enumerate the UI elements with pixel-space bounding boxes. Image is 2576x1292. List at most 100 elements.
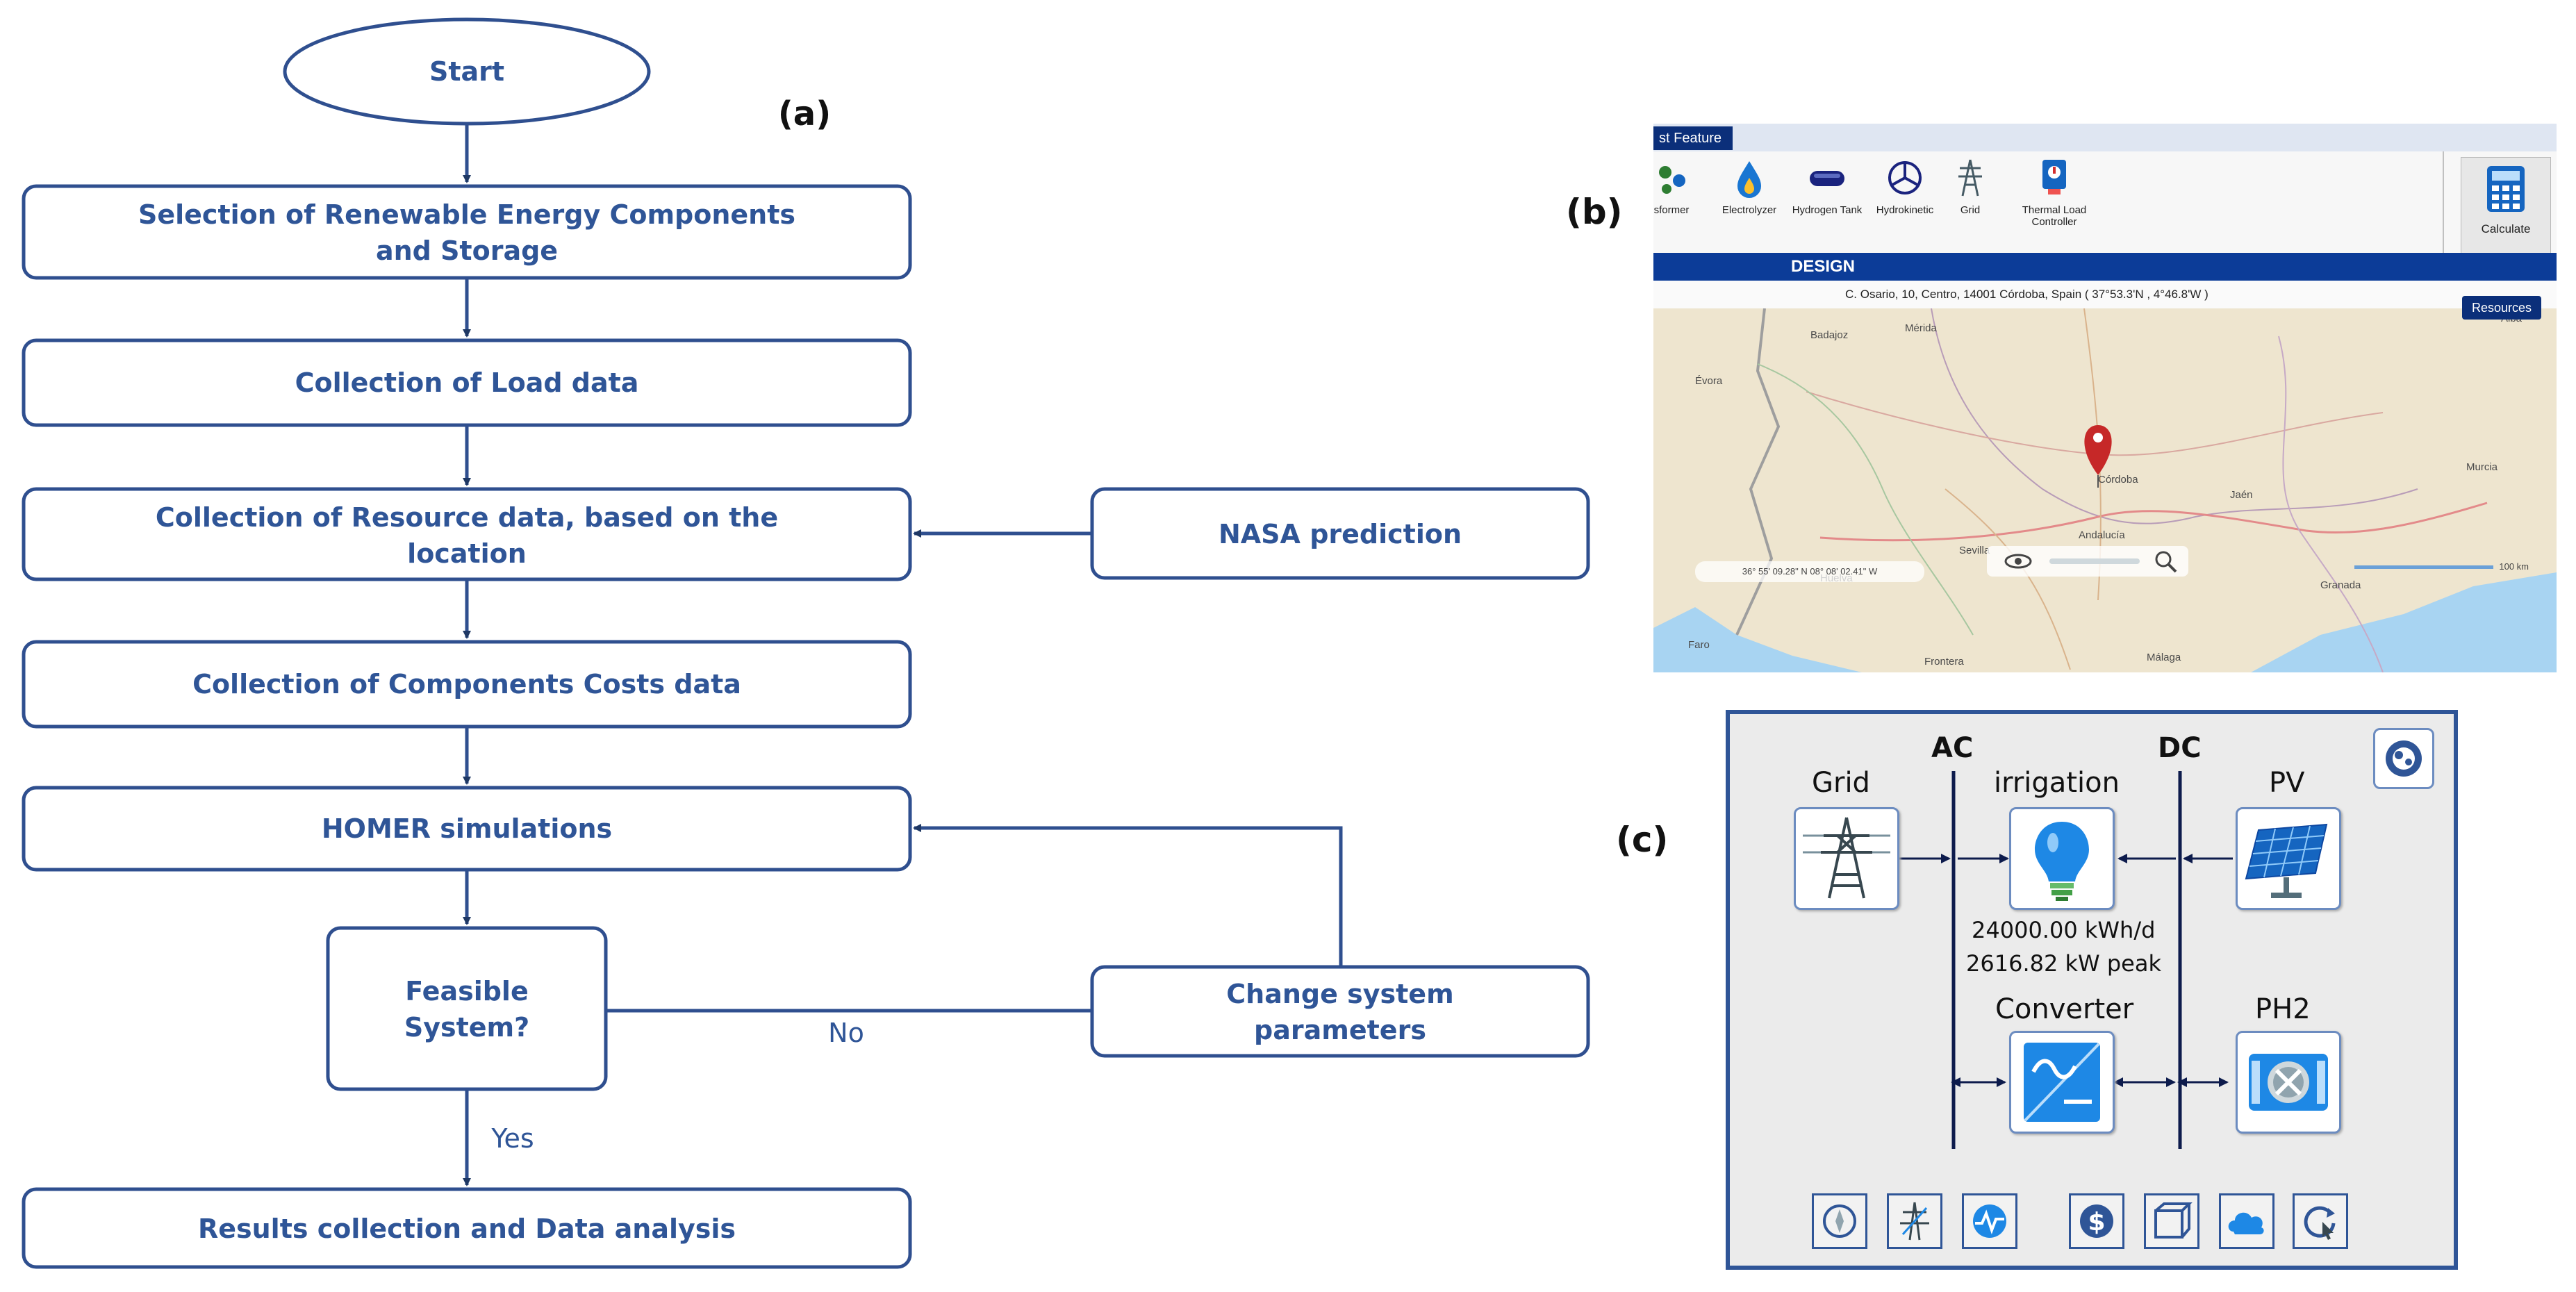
connector-change-step5 (913, 824, 1343, 966)
tool-label: Hydrogen Tank (1792, 204, 1863, 216)
schematic-settings-button[interactable] (2373, 728, 2434, 789)
decision-box (326, 926, 608, 1091)
eye-icon[interactable] (2001, 547, 2036, 575)
map-label: Andalucía (2079, 529, 2125, 541)
toolbar-button[interactable] (2144, 1193, 2199, 1249)
flowchart: Start Selection of Renewable Energy Comp… (22, 17, 1590, 1269)
end-label: Results collection and Data analysis (198, 1214, 736, 1244)
map-label: Faro (1688, 639, 1710, 651)
step1-box (22, 184, 912, 280)
map-label: Mérida (1905, 322, 1937, 334)
wind-tower-icon (1900, 1202, 1929, 1241)
map-label: Málaga (2147, 652, 2181, 663)
step4-box (22, 640, 912, 729)
step2-label: Collection of Load data (295, 367, 639, 398)
load-label: irrigation (1994, 767, 2120, 799)
pumped-hydro-icon (2249, 1054, 2328, 1111)
yes-label: Yes (490, 1123, 534, 1154)
tool-electrolyzer[interactable]: Electrolyzer (1710, 157, 1788, 216)
toolbar-button[interactable] (2219, 1193, 2274, 1249)
tool-label: Hydrokinetic (1876, 204, 1934, 216)
transformer-icon (1659, 166, 1685, 194)
dc-bus-label: DC (2158, 732, 2202, 764)
pv-label: PV (2269, 767, 2305, 799)
toolbar-button[interactable] (1887, 1193, 1942, 1249)
location-address: C. Osario, 10, Centro, 14001 Córdoba, Sp… (1845, 288, 2208, 301)
step3-label-line2: location (407, 538, 527, 569)
hydrokinetic-icon (1888, 161, 1922, 194)
panel-label-a: (a) (778, 94, 831, 133)
nasa-label: NASA prediction (1219, 519, 1462, 549)
map-scale-line (2354, 565, 2494, 570)
svg-text:$: $ (2088, 1208, 2105, 1236)
map-label: Jaén (2230, 489, 2253, 501)
pv-component[interactable] (2236, 807, 2341, 910)
calculate-button[interactable]: Calculate (2461, 157, 2551, 263)
calculator-icon (2487, 166, 2525, 212)
toolbar-button[interactable] (1812, 1193, 1867, 1249)
tool-label: sformer (1653, 204, 1690, 216)
dollar-icon: $ (2080, 1204, 2113, 1238)
change-label-line1: Change system (1226, 979, 1453, 1009)
map-background (1653, 308, 2557, 672)
map-label: Frontera (1924, 656, 1964, 668)
grid-label: Grid (1812, 767, 1870, 799)
step1-label-line1: Selection of Renewable Energy Components (138, 199, 795, 230)
map-label: Badajoz (1810, 329, 1849, 341)
calculate-label: Calculate (2481, 222, 2531, 235)
component-ribbon: sformer Electrolyzer Hydrogen Tank Hydro… (1653, 151, 2557, 269)
panel-label-b: (b) (1566, 192, 1623, 232)
map-type-slider[interactable] (2049, 558, 2140, 564)
tool-hydrogen-tank[interactable]: Hydrogen Tank (1788, 157, 1866, 216)
ph2-component[interactable] (2236, 1031, 2341, 1134)
tool-label: Grid (1960, 204, 1981, 216)
toolbar-button[interactable] (1962, 1193, 2017, 1249)
tool-hydrokinetic[interactable]: Hydrokinetic (1866, 157, 1944, 216)
map-scale-label: 100 km (2499, 561, 2529, 572)
thermal-load-controller-icon (2042, 160, 2066, 194)
map-label: Granada (2320, 579, 2361, 591)
irrigation-load-component[interactable] (2009, 807, 2115, 910)
step3-label-line1: Collection of Resource data, based on th… (156, 502, 778, 533)
tool-label: Thermal Load Controller (2022, 204, 2087, 228)
zoom-icon[interactable] (2151, 547, 2181, 575)
nasa-box (1090, 487, 1590, 580)
decision-label-line2: System? (404, 1012, 529, 1043)
map-label: Sevilla (1959, 545, 1990, 556)
step1-label-line2: and Storage (376, 235, 558, 266)
electrolyzer-icon (1737, 161, 1761, 198)
map-label: Évora (1695, 375, 1723, 387)
step5-label: HOMER simulations (322, 813, 612, 844)
resources-button[interactable]: Resources (2461, 296, 2541, 320)
toolbar-button[interactable] (2293, 1193, 2348, 1249)
tool-grid[interactable]: Grid (1931, 157, 2009, 216)
homer-design-window: st Feature sformer Electrolyzer Hydrogen… (1653, 124, 2557, 672)
map-scale: 100 km (2354, 561, 2529, 572)
tool-transformer[interactable]: sformer (1653, 157, 1710, 216)
change-box (1090, 965, 1590, 1058)
grid-tower-icon (1803, 817, 1890, 899)
load-peak-value: 2616.82 kW peak (1966, 950, 2161, 977)
schematic-wiring (1899, 771, 2233, 1149)
map-controls (1987, 546, 2188, 577)
start-label: Start (429, 56, 504, 87)
grid-component[interactable] (1794, 807, 1899, 910)
hydrogen-tank-icon (1810, 171, 1844, 186)
location-pin-icon (2084, 425, 2112, 488)
cloud-icon (2228, 1212, 2264, 1234)
converter-component[interactable] (2009, 1031, 2115, 1134)
panel-label-c: (c) (1616, 820, 1669, 860)
refresh-cursor-icon (2304, 1206, 2336, 1240)
step3-box (22, 487, 912, 581)
step5-box (22, 786, 912, 872)
toolbar-button[interactable]: $ (2069, 1193, 2124, 1249)
tool-thermal-load-controller[interactable]: Thermal Load Controller (2009, 157, 2099, 228)
tab-feature[interactable]: st Feature (1653, 126, 1733, 150)
design-header: DESIGN (1653, 253, 2557, 281)
cube-icon (2154, 1202, 2193, 1239)
system-schematic: AC DC Grid irrigation 24000.00 kWh/d 261… (1726, 710, 2458, 1270)
no-label: No (828, 1018, 864, 1048)
load-energy-value: 24000.00 kWh/d (1972, 917, 2156, 943)
end-box (22, 1187, 912, 1269)
location-map[interactable]: Badajoz Mérida Évora Córdoba Jaén Andalu… (1653, 308, 2557, 672)
